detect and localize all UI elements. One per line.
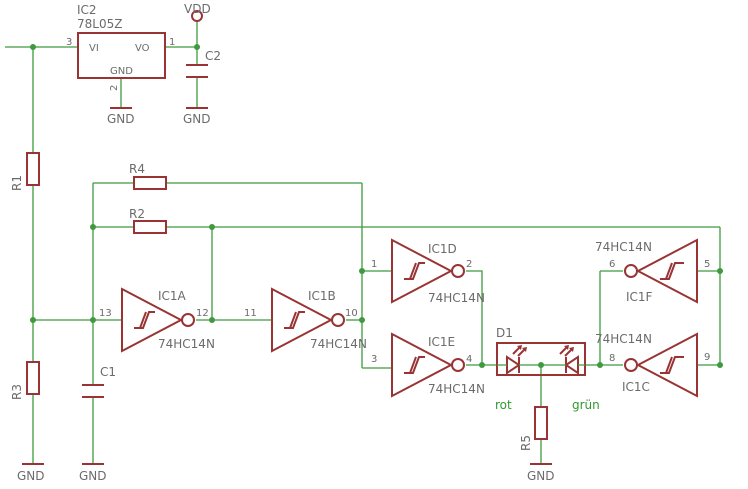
ic2-pin-gnd: GND	[110, 66, 133, 77]
ic2-value: 78L05Z	[77, 17, 122, 31]
junction	[90, 317, 96, 323]
ic1f-name: IC1F	[626, 290, 653, 304]
inverter-ic1f: 74HC14N IC1F 5 6	[595, 238, 710, 304]
resistor-r5: R5	[519, 406, 548, 451]
r4-label: R4	[129, 162, 145, 176]
gnd-symbol: GND	[17, 463, 45, 483]
junction	[30, 44, 36, 50]
inverter-ic1e: IC1E 74HC14N 3 4	[371, 332, 485, 398]
ic1c-pin-out: 8	[609, 353, 615, 364]
ic1d-name: IC1D	[428, 242, 457, 256]
inverter-ic1c: 74HC14N IC1C 9 8	[595, 332, 710, 398]
ic1b-part: 74HC14N	[310, 337, 367, 351]
gnd-label: GND	[107, 112, 135, 126]
resistor-r3: R3	[10, 361, 40, 400]
ic1b-name: IC1B	[308, 289, 336, 303]
gnd-label: GND	[17, 469, 45, 483]
ic2-name: IC2	[77, 3, 97, 17]
capacitor-c1: C1	[82, 365, 116, 398]
gnd-label: GND	[183, 112, 211, 126]
ic1f-pin-out: 6	[609, 259, 615, 270]
ic1d-pin-out: 2	[466, 259, 472, 270]
inverter-ic1a: IC1A 74HC14N 13 12	[99, 287, 215, 353]
junction	[479, 362, 485, 368]
gnd-symbol: GND	[79, 463, 107, 483]
junction	[209, 224, 215, 230]
junction	[359, 268, 365, 274]
junction	[717, 268, 723, 274]
ic2-pin-vi: VI	[89, 43, 99, 54]
junction	[597, 362, 603, 368]
gnd-symbol: GND	[527, 463, 555, 483]
capacitor-c2: C2	[186, 49, 221, 78]
wires	[5, 20, 721, 464]
gnd-label: GND	[79, 469, 107, 483]
junction	[209, 317, 215, 323]
junction	[90, 224, 96, 230]
gnd-symbol: GND	[183, 107, 211, 126]
regulator-ic2: IC2 78L05Z VI VO GND 3 1 2	[66, 3, 175, 91]
ic1a-pin-in: 13	[99, 308, 112, 319]
ic1f-pin-in: 5	[704, 259, 710, 270]
r3-label: R3	[10, 384, 24, 400]
inverter-ic1d: IC1D 74HC14N 1 2	[371, 238, 485, 305]
r5-label: R5	[519, 435, 533, 451]
ic1b-pin-in: 11	[244, 308, 257, 319]
ic1f-part: 74HC14N	[595, 240, 652, 254]
ic2-pin-gnd-number: 2	[109, 85, 120, 91]
junction	[717, 362, 723, 368]
junction	[30, 317, 36, 323]
c1-label: C1	[100, 365, 116, 379]
ic1d-pin-in: 1	[371, 259, 377, 270]
ic1a-part: 74HC14N	[158, 337, 215, 351]
ic1c-name: IC1C	[622, 380, 650, 394]
ic1b-pin-out: 10	[345, 308, 358, 319]
junction-dots	[30, 44, 723, 368]
ic1e-name: IC1E	[428, 335, 455, 349]
ic1a-pin-out: 12	[196, 308, 209, 319]
ic1e-part: 74HC14N	[428, 382, 485, 396]
resistor-r2: R2	[129, 207, 167, 234]
junction	[359, 317, 365, 323]
vdd-symbol: VDD	[184, 2, 211, 22]
inverter-ic1b: IC1B 74HC14N 11 10	[244, 287, 367, 353]
ic1c-part: 74HC14N	[595, 332, 652, 346]
ic1d-part: 74HC14N	[428, 291, 485, 305]
ic1e-pin-out: 4	[466, 354, 472, 365]
ic1a-name: IC1A	[158, 289, 187, 303]
ic2-pin-out-number: 1	[169, 37, 175, 48]
r2-label: R2	[129, 207, 145, 221]
ic2-pin-vo: VO	[135, 43, 150, 54]
resistor-r1: R1	[10, 152, 40, 191]
gnd-label: GND	[527, 469, 555, 483]
led-d1: D1 rot grün	[495, 326, 600, 412]
c2-label: C2	[205, 49, 221, 63]
gnd-symbol: GND	[107, 107, 135, 126]
ic1e-pin-in: 3	[371, 354, 377, 365]
junction	[194, 44, 200, 50]
vdd-label: VDD	[184, 2, 211, 16]
ic1c-pin-in: 9	[704, 352, 710, 363]
led-red-label: rot	[495, 398, 512, 412]
d1-label: D1	[496, 326, 513, 340]
ic2-pin-in-number: 3	[66, 37, 72, 48]
r1-label: R1	[10, 175, 24, 191]
resistor-r4: R4	[129, 162, 167, 190]
led-green-label: grün	[572, 398, 600, 412]
